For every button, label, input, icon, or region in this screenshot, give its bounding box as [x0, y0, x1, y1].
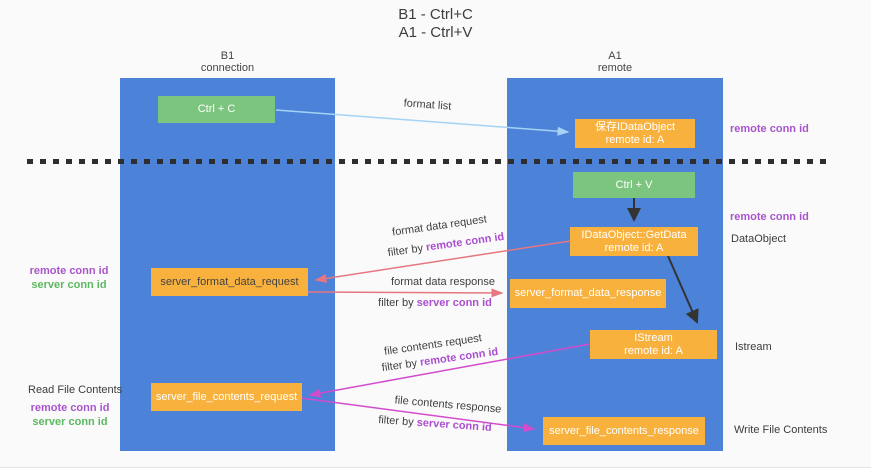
label-istream: Istream [735, 341, 772, 353]
label-left-remote-conn-id-1: remote conn id [29, 265, 109, 277]
lane-a1-title: A1 [608, 50, 622, 62]
label-filter-by-server-conn-id-2: filter by server conn id [376, 414, 495, 434]
label-file-contents-response: file contents response [394, 394, 502, 416]
server-format-data-response-label: server_format_data_response [514, 287, 662, 299]
label-dataobject: DataObject [731, 233, 787, 245]
getdata-line1: IDataObject::GetData [581, 228, 687, 241]
phase-separator-dashed-line [27, 159, 830, 164]
node-istream: IStream remote id: A [590, 330, 717, 359]
lane-b1-subtitle: connection [200, 62, 255, 74]
diagram-title: B1 - Ctrl+C A1 - Ctrl+V [0, 6, 871, 42]
server-file-contents-request-label: server_file_contents_request [155, 390, 298, 403]
node-ctrl-c: Ctrl + C [158, 96, 275, 123]
istream-line2: remote id: A [624, 344, 683, 357]
node-save-dataobject: 保存IDataObject remote id: A [575, 119, 695, 148]
label-write-file-contents: Write File Contents [734, 424, 828, 436]
lane-a1-subtitle: remote [597, 62, 633, 74]
lane-b1-title: B1 [220, 50, 235, 62]
lane-header-b1: B1 connection [120, 50, 335, 74]
label-remote-conn-id-mid: remote conn id [730, 211, 809, 223]
getdata-line2: remote id: A [604, 241, 664, 254]
ctrl-v-label: Ctrl + V [615, 178, 653, 191]
ctrl-c-label: Ctrl + C [197, 103, 236, 115]
label-left-remote-conn-id-2: remote conn id [30, 402, 110, 414]
filter-by-1-prefix: filter by [387, 241, 427, 260]
node-server-file-contents-request: server_file_contents_request [151, 383, 302, 411]
arrow-format-data-response [307, 288, 504, 298]
lane-header-a1: A1 remote [507, 50, 723, 74]
title-line-1: B1 - Ctrl+C [398, 6, 473, 23]
node-server-format-data-response: server_format_data_response [510, 279, 666, 308]
label-read-file-contents: Read File Contents [28, 384, 123, 396]
label-left-server-conn-id-1: server conn id [31, 279, 107, 291]
filter-by-1-id: remote conn id [425, 230, 505, 254]
label-filter-by-server-conn-id-1: filter by server conn id [375, 297, 495, 309]
title-line-2: A1 - Ctrl+V [398, 24, 473, 41]
label-remote-conn-id-top: remote conn id [730, 123, 809, 135]
filter-by-2-id: server conn id [416, 297, 492, 309]
filter-by-3-prefix: filter by [381, 356, 421, 375]
label-left-server-conn-id-2: server conn id [32, 416, 108, 428]
server-file-contents-response-label: server_file_contents_response [549, 424, 699, 437]
node-server-file-contents-response: server_file_contents_response [543, 417, 705, 445]
node-idataobject-getdata: IDataObject::GetData remote id: A [570, 227, 698, 256]
label-format-data-response: format data response [391, 276, 495, 288]
filter-by-4-prefix: filter by [377, 414, 418, 429]
label-format-list: format list [403, 97, 452, 113]
save-dataobject-line1: 保存IDataObject [594, 120, 676, 133]
node-server-format-data-request: server_format_data_request [151, 268, 308, 296]
istream-line1: IStream [634, 331, 673, 344]
filter-by-2-prefix: filter by [378, 297, 417, 309]
filter-by-4-id: server conn id [416, 416, 493, 434]
node-ctrl-v: Ctrl + V [573, 172, 695, 198]
save-dataobject-line2: remote id: A [605, 133, 665, 146]
server-format-data-request-label: server_format_data_request [160, 275, 299, 288]
